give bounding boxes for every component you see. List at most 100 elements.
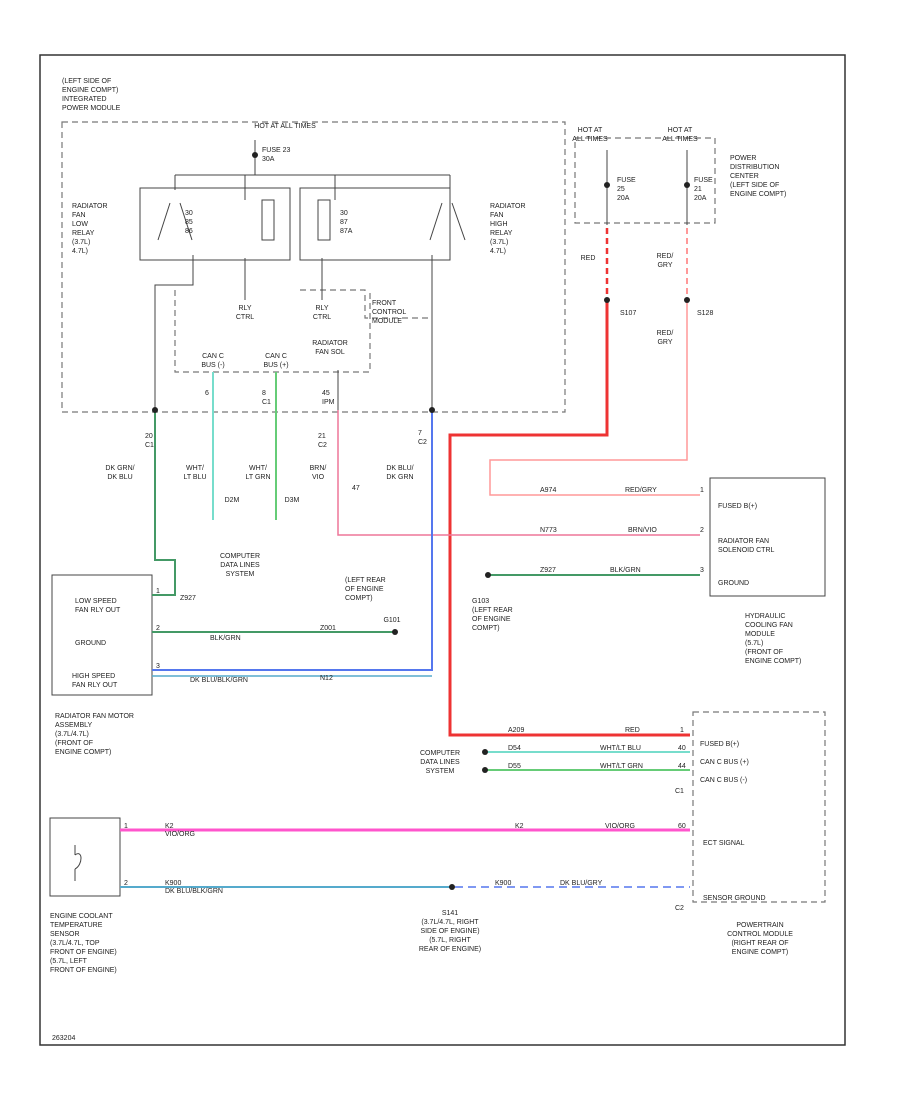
ect-sensor-box — [49, 817, 121, 897]
cdl-dot-1 — [482, 749, 488, 755]
ect-code-k900-a: K900 — [165, 880, 181, 887]
red-gry-fused-wire — [489, 300, 700, 496]
ect-color-vio-org-a: VIO/ORG — [165, 831, 195, 838]
ect-pin-60: 60 — [678, 823, 686, 830]
cdl-dot-2 — [482, 767, 488, 773]
brn-vio-sol-ctrl-wire — [337, 410, 700, 536]
pcm-sensor-ground-label: SENSOR GROUND — [703, 895, 766, 902]
motor-pin-1: 1 — [156, 588, 160, 595]
motor-ground-label: GROUND — [75, 640, 106, 647]
g101-label: G101 — [383, 617, 400, 624]
hyd-color-blk-grn: BLK/GRN — [610, 567, 641, 574]
pcm-code-a209: A209 — [508, 727, 524, 734]
hyd-code-n773: N773 — [540, 527, 557, 534]
hyd-pin-1: 1 — [700, 487, 704, 494]
s107-dot — [604, 297, 610, 303]
s128-dot — [684, 297, 690, 303]
relay-low-frame — [139, 187, 291, 261]
ipm-module-outline — [61, 121, 566, 413]
pcm-c1-label: C1 — [675, 788, 684, 795]
hyd-color-brn-vio: BRN/VIO — [628, 527, 657, 534]
red-fused-b-wire — [448, 300, 690, 737]
red-gry-2-label: RED/GRY — [657, 330, 674, 346]
footer-code: 263204 — [52, 1035, 75, 1042]
pcm-pin-40: 40 — [678, 745, 686, 752]
c1-pin-dot — [152, 407, 158, 413]
hyd-ground-label: GROUND — [718, 580, 749, 587]
hyd-code-a974: A974 — [540, 487, 556, 494]
fuse25-dot — [604, 182, 610, 188]
motor-pin-2: 2 — [156, 625, 160, 632]
hyd-code-z927: Z927 — [540, 567, 556, 574]
relay-low-contact — [179, 202, 193, 241]
relay-low-switch — [157, 202, 171, 241]
pcm-c2-label: C2 — [675, 905, 684, 912]
pcm-pin-44: 44 — [678, 763, 686, 770]
hyd-pin-2: 2 — [700, 527, 704, 534]
pdc-outline — [574, 137, 716, 224]
pcm-code-d54: D54 — [508, 745, 521, 752]
fcm-outline-left — [174, 290, 371, 373]
motor-color-blk-grn: BLK/GRN — [210, 635, 241, 642]
hot-at-all-times-label: HOT AT ALL TIMES — [254, 123, 316, 130]
relay-high-contact — [429, 202, 443, 241]
s141-dot — [449, 884, 455, 890]
d3m-label: D3M — [285, 497, 300, 504]
motor-color-dk-blu: DK BLU/BLK/GRN — [190, 677, 248, 684]
hyd-fused-b-label: FUSED B(+) — [718, 503, 757, 510]
relay-high-switch — [451, 202, 466, 241]
pcm-can-minus-label: CAN C BUS (-) — [700, 777, 747, 784]
pin-47-label: 47 — [352, 485, 360, 492]
colored-wires — [120, 228, 700, 888]
brn-vio-wire-label: BRN/VIO — [310, 465, 327, 481]
wht-ltgrn-wire-label: WHT/LT GRN — [245, 465, 270, 481]
pcm-color-red: RED — [625, 727, 640, 734]
fuse23-dot — [252, 152, 258, 158]
wht-ltblu-wire-label: WHT/LT BLU — [183, 465, 206, 481]
relay-low-coil — [261, 199, 275, 241]
diagram-frame — [39, 54, 846, 1046]
motor-code-z001: Z001 — [320, 625, 336, 632]
motor-code-n12: N12 — [320, 675, 333, 682]
pcm-color-wht-ltgrn: WHT/LT GRN — [600, 763, 643, 770]
ect-code-k2-b: K2 — [515, 823, 524, 830]
motor-pin-3: 3 — [156, 663, 160, 670]
g101-dot — [392, 629, 398, 635]
ect-code-k900-b: K900 — [495, 880, 511, 887]
ect-color-dk-blu-blk: DK BLU/BLK/GRN — [165, 888, 223, 895]
ect-thermistor-symbol — [74, 845, 82, 881]
pcm-can-plus-label: CAN C BUS (+) — [700, 759, 749, 766]
fan-motor-box — [51, 574, 153, 696]
